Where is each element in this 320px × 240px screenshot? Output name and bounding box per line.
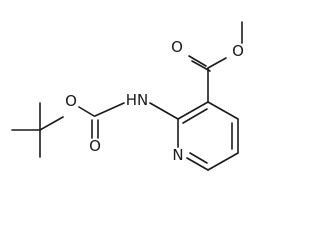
atom-o-carbamate-carbonyl: O	[89, 137, 101, 155]
bond-carbamate-to-nh	[94, 102, 125, 117]
bond-ring-c3-c4	[207, 101, 239, 120]
atom-o-ester-ether: O	[232, 42, 244, 60]
atom-n-ring: N	[172, 146, 183, 164]
bond-ester-c-o-double-1	[188, 55, 207, 67]
pyridine-ring	[177, 101, 239, 171]
atom-nh-amide: HN	[126, 91, 149, 109]
methyl-ester-group	[188, 21, 243, 103]
bond-ring-c5-c6	[207, 152, 239, 171]
bond-ring-c2-c3-inner	[182, 108, 208, 124]
bond-oxygen-to-carbamate-carbon	[78, 106, 95, 117]
atom-o-ester-carbonyl: O	[171, 38, 183, 56]
bond-ring-c6-n	[186, 157, 209, 171]
bond-tbu-to-oxygen	[39, 116, 64, 131]
bond-ring-c6-n-inner	[189, 152, 208, 164]
bond-ester-c-o-double-2	[191, 60, 211, 72]
bond-nh-to-ring	[149, 102, 179, 120]
carbamate-group	[78, 102, 125, 139]
atom-o-carbamate-ether: O	[65, 92, 77, 110]
structural-formula: O O HN O O N	[11, 21, 244, 171]
bond-ester-c-to-oxygen	[207, 57, 227, 69]
tert-butyl-group	[11, 102, 64, 158]
bond-ring-c2-c3	[177, 101, 209, 120]
